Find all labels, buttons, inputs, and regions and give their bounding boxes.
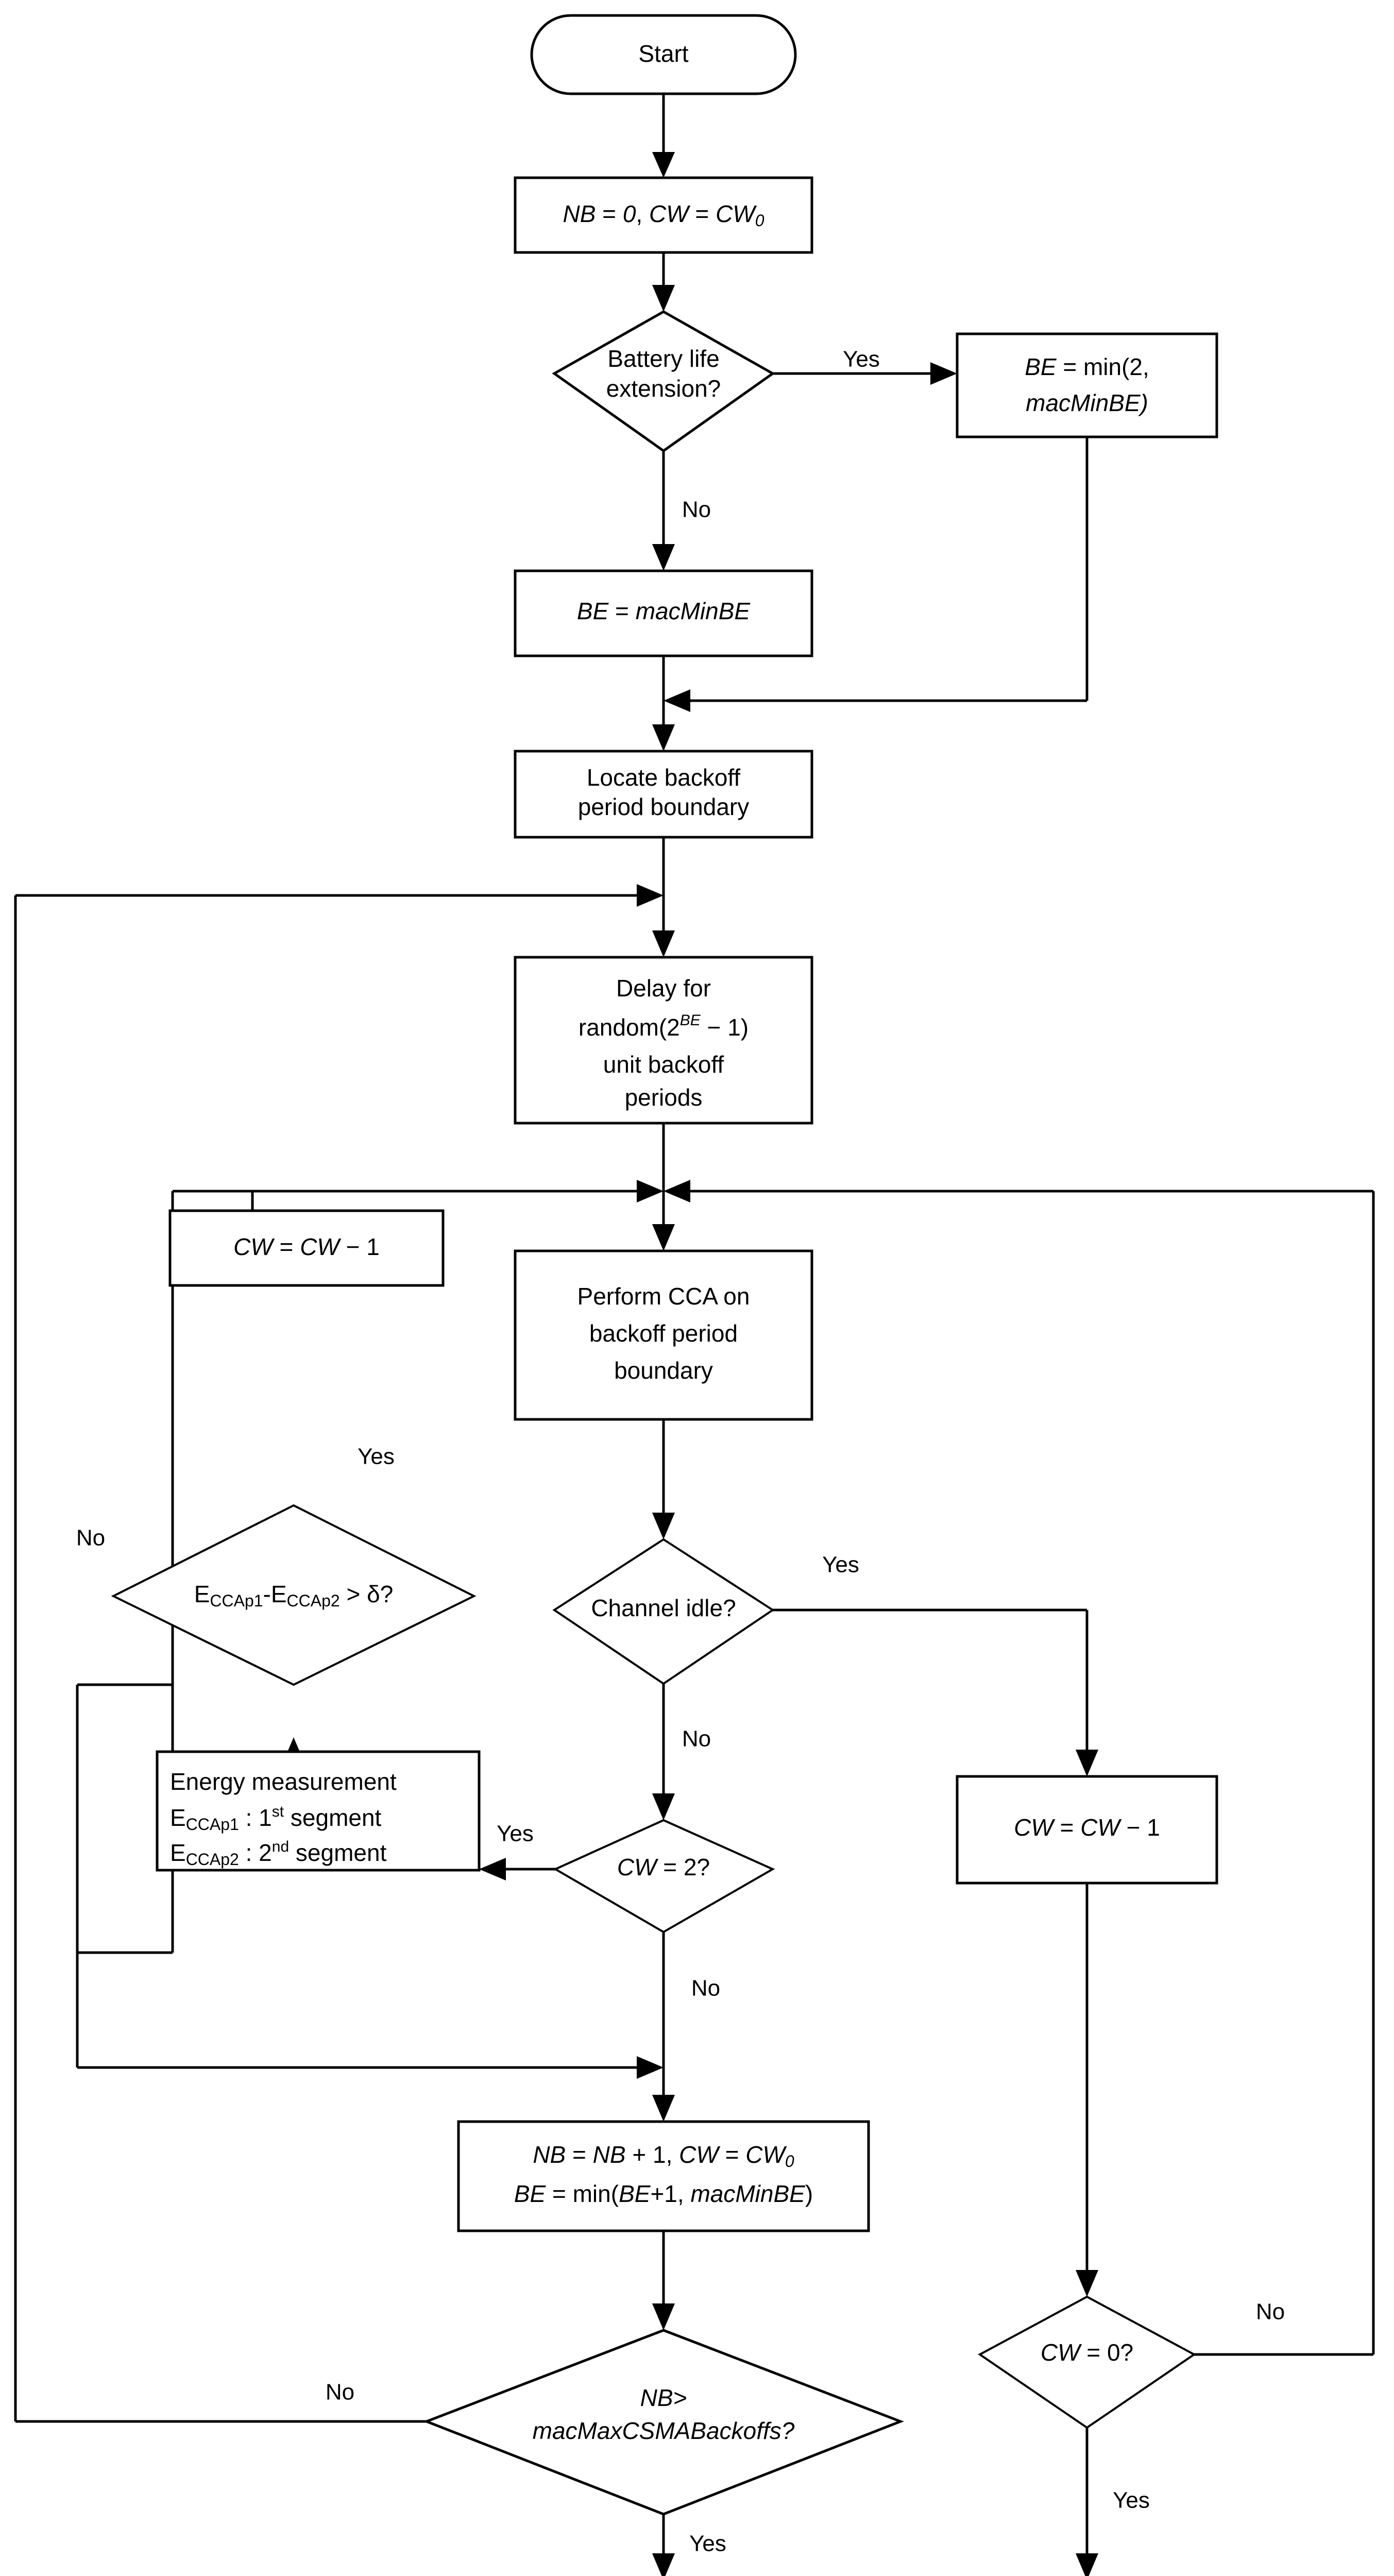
node-channel-idle-label: Channel idle?: [591, 1595, 736, 1621]
edge-label-nbmax-yes: Yes: [689, 2531, 726, 2556]
node-cw-eq-2[interactable]: CW = 2?: [553, 1819, 775, 1934]
node-locate-line1: Locate backoff: [587, 764, 741, 791]
edge-label-channel-yes: Yes: [822, 1552, 859, 1578]
node-energy-measurement[interactable]: Energy measurement ECCAp1 : 1st segment …: [156, 1750, 481, 1872]
edge-label-cw2-no: No: [691, 1976, 720, 2001]
node-cw-eq-0-label: CW = 0?: [1041, 2339, 1133, 2366]
node-nb-update[interactable]: NB = NB + 1, CW = CW0 BE = min(BE+1, mac…: [457, 2120, 870, 2232]
node-cca-line3: boundary: [614, 1357, 713, 1384]
edge-cca-to-channel: [652, 1419, 675, 1539]
edge-battery-yes: [773, 362, 957, 385]
node-init-label: NB = 0, CW = CW0: [563, 200, 764, 230]
edge-cw2-yes: [479, 1858, 555, 1880]
edge-label-battery-yes: Yes: [843, 347, 880, 372]
edge-nbupdate-to-nbmax: [652, 2231, 675, 2330]
node-locate-line2: period boundary: [578, 793, 749, 820]
node-delay-random[interactable]: Delay for random(2BE − 1) unit backoff p…: [514, 956, 813, 1125]
node-cw-eq-0[interactable]: CW = 0?: [978, 2295, 1196, 2429]
node-energymeas-line3: ECCAp2 : 2nd segment: [170, 1838, 387, 1869]
node-cca-line2: backoff period: [589, 1320, 738, 1347]
edge-label-cw0-yes: Yes: [1113, 2488, 1150, 2513]
edge-right-merge-into-cca: [664, 1180, 1375, 2316]
edge-label-cw0-no: No: [1256, 2299, 1285, 2325]
node-cca-line1: Perform CCA on: [577, 1283, 750, 1310]
edge-init-to-battery: [652, 252, 675, 312]
edge-cw0-no: [1194, 2316, 1375, 2356]
node-be-macminbe[interactable]: BE = macMinBE: [514, 569, 813, 657]
node-be-min2-line2: macMinBE): [1026, 389, 1148, 416]
node-start-label: Start: [638, 40, 688, 67]
node-perform-cca[interactable]: Perform CCA on backoff period boundary: [514, 1249, 813, 1421]
node-battery-line2: extension?: [606, 375, 721, 402]
node-cw-minus-left-label: CW = CW − 1: [233, 1233, 380, 1260]
edge-battery-no: [652, 451, 675, 571]
node-battery-life-extension[interactable]: Battery life extension?: [552, 310, 775, 453]
node-be-macminbe-label: BE = macMinBE: [577, 598, 751, 624]
edge-label-energy-yes: Yes: [358, 1444, 395, 1469]
node-be-min2[interactable]: BE = min(2, macMinBE): [956, 332, 1218, 438]
node-delay-line2: random(2BE − 1): [579, 1012, 749, 1041]
node-cw-eq-2-label: CW = 2?: [617, 1854, 710, 1880]
edge-label-channel-no: No: [682, 1726, 711, 1752]
node-start[interactable]: Start: [530, 14, 797, 95]
node-cw-minus-left[interactable]: CW = CW − 1: [168, 1209, 445, 1287]
edge-bemin2-to-merge: [664, 437, 1089, 712]
edge-bemacminbe-to-locate: [652, 656, 675, 751]
node-delay-line1: Delay for: [616, 975, 711, 1002]
node-delay-line4: periods: [625, 1084, 703, 1111]
edge-cw2-no: [652, 1932, 675, 2122]
edge-label-cw2-yes: Yes: [497, 1821, 534, 1846]
node-nb-gt-max[interactable]: NB> macMaxCSMABackoffs?: [423, 2329, 904, 2516]
edge-energy-no: [76, 1683, 173, 1954]
edge-label-nbmax-no: No: [326, 2380, 354, 2405]
node-energy-diff-decision[interactable]: ECCAp1-ECCAp2 > δ?: [111, 1504, 477, 1686]
node-delay-line3: unit backoff: [603, 1051, 724, 1078]
edge-start-to-init: [652, 93, 675, 178]
edge-delay-to-cca: [652, 1123, 675, 1251]
node-cw-minus-right-label: CW = CW − 1: [1014, 1814, 1160, 1841]
node-energymeas-line1: Energy measurement: [170, 1768, 397, 1795]
edge-channel-no: [652, 1684, 675, 1820]
edge-cw0-yes: [1076, 2428, 1098, 2576]
edge-nbmax-no-feedback: [14, 884, 664, 2421]
node-nbmax-line1: NB>: [640, 2384, 687, 2411]
node-nbupdate-line1: NB = NB + 1, CW = CW0: [533, 2141, 794, 2171]
node-channel-idle[interactable]: Channel idle?: [552, 1538, 775, 1685]
edge-cwminusright-to-cw0: [1076, 1883, 1098, 2297]
node-battery-line1: Battery life: [607, 345, 719, 372]
node-cw-minus-right[interactable]: CW = CW − 1: [956, 1775, 1218, 1885]
edge-channel-yes: [773, 1608, 1098, 1776]
node-init[interactable]: NB = 0, CW = CW0: [514, 176, 813, 254]
node-nbupdate-line2: BE = min(BE+1, macMinBE): [514, 2180, 813, 2207]
node-energy-diff-label: ECCAp1-ECCAp2 > δ?: [194, 1581, 394, 1610]
edge-label-battery-no: No: [682, 497, 711, 522]
edge-label-energy-no: No: [76, 1526, 105, 1551]
node-nbmax-line2: macMaxCSMABackoffs?: [533, 2417, 795, 2444]
node-energymeas-line2: ECCAp1 : 1st segment: [170, 1803, 382, 1834]
edge-locate-to-delay: [652, 837, 675, 957]
edge-left-loop-join: [76, 1953, 664, 2079]
node-be-min2-line1: BE = min(2,: [1025, 353, 1149, 380]
node-locate-backoff[interactable]: Locate backoff period boundary: [514, 750, 813, 839]
edge-nbmax-yes: [652, 2514, 675, 2576]
